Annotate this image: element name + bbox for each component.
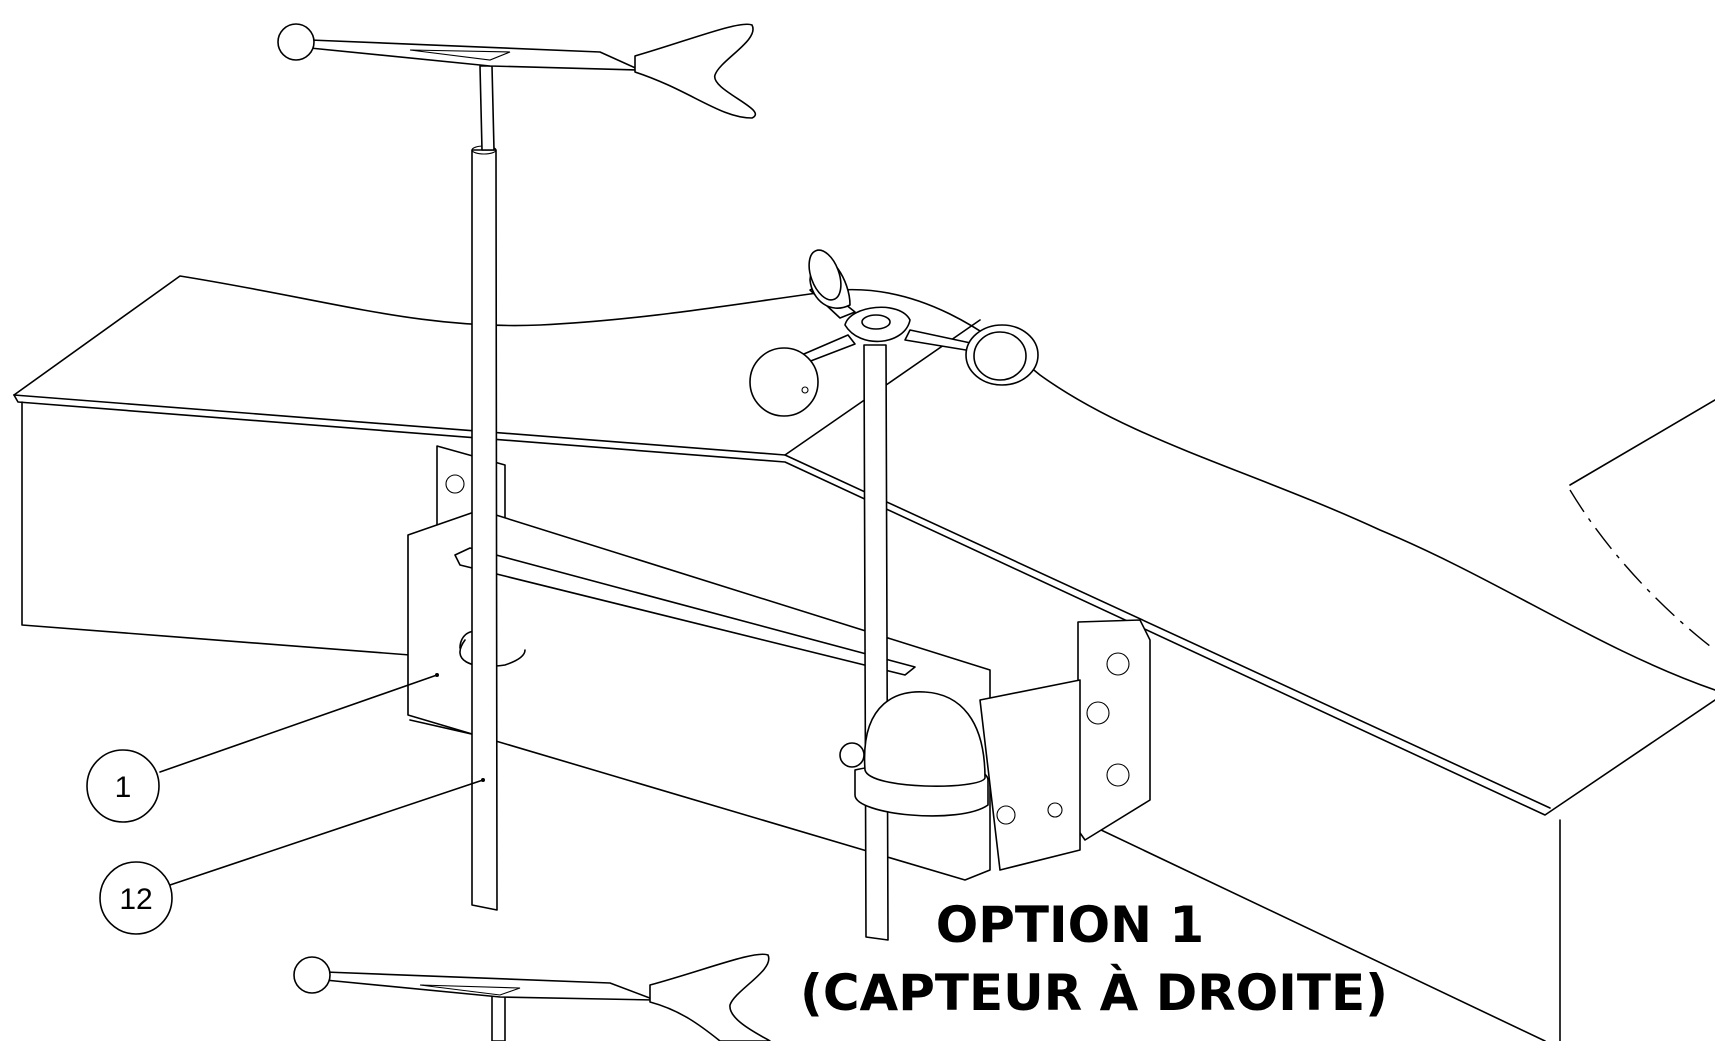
vane-bottom [293,953,771,1041]
vane-pole-left [277,23,757,911]
option-title: OPTION 1 [935,896,1205,954]
anemometer-pole [749,249,1039,941]
balloon-1: 1 [86,749,160,823]
leader-lines [159,673,485,886]
mounting-bracket [407,445,1151,881]
option-subtitle: (CAPTEUR À DROITE) [800,964,1388,1022]
balloon-12-label: 12 [119,883,152,916]
balloon-1-label: 1 [115,771,132,804]
balloon-12: 12 [99,861,173,935]
